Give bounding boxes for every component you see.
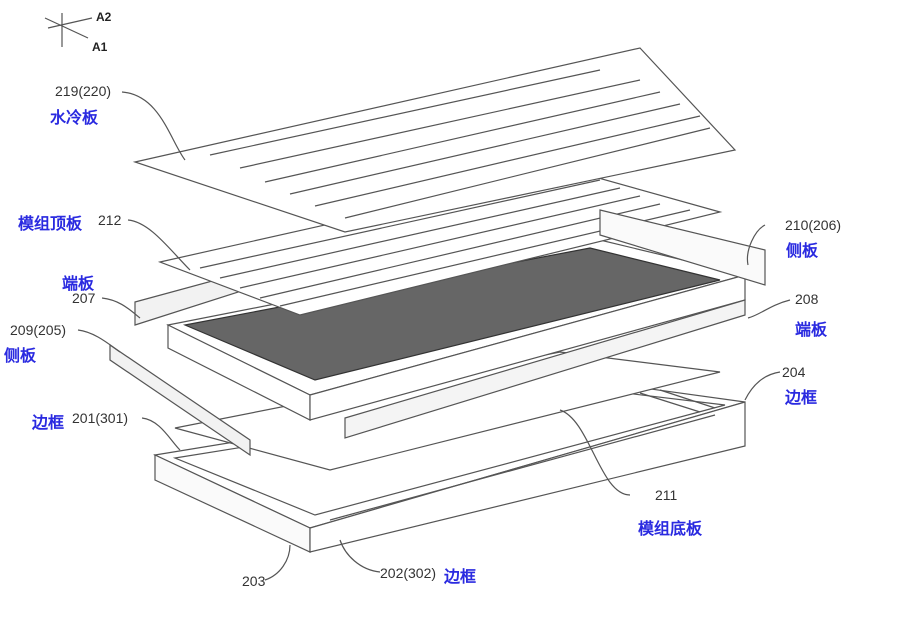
end-plate-right xyxy=(344,299,746,439)
label-end-plate-left-name: 端板 xyxy=(62,276,95,293)
axis-label-a2: A2 xyxy=(96,10,112,24)
axis-indicator-icon xyxy=(44,13,93,47)
water-cooling-plate xyxy=(132,47,737,233)
label-module-top-plate-name: 模组顶板 xyxy=(18,216,83,233)
label-side-plate-left-number: 209(205) xyxy=(10,322,67,338)
label-frame-corner-number: 203 xyxy=(242,573,266,589)
label-end-plate-left-number: 207 xyxy=(72,290,96,306)
side-plate-left xyxy=(109,343,251,457)
label-module-top-plate-number: 212 xyxy=(98,212,122,228)
label-side-plate-right-name: 侧板 xyxy=(786,243,819,260)
label-frame-front-number: 202(302) xyxy=(380,565,437,581)
side-plate-right xyxy=(599,209,766,286)
label-frame-left-number: 201(301) xyxy=(72,410,129,426)
label-side-plate-left-name: 侧板 xyxy=(4,348,37,365)
label-end-plate-right-name: 端板 xyxy=(795,322,828,339)
label-side-plate-right-number: 210(206) xyxy=(785,217,842,233)
label-module-bottom-plate-number: 211 xyxy=(655,487,678,503)
label-frame-front-name: 边框 xyxy=(444,569,477,586)
label-frame-left-name: 边框 xyxy=(32,415,65,432)
axis-label-a1: A1 xyxy=(92,40,108,54)
label-frame-right-name: 边框 xyxy=(785,390,818,407)
label-end-plate-right-number: 208 xyxy=(795,291,819,307)
label-cooling-plate-number: 219(220) xyxy=(55,83,112,99)
label-frame-right-number: 204 xyxy=(782,364,806,380)
label-cooling-plate-name: 水冷板 xyxy=(50,110,99,127)
label-module-bottom-plate-name: 模组底板 xyxy=(638,521,703,538)
frame xyxy=(152,381,746,553)
